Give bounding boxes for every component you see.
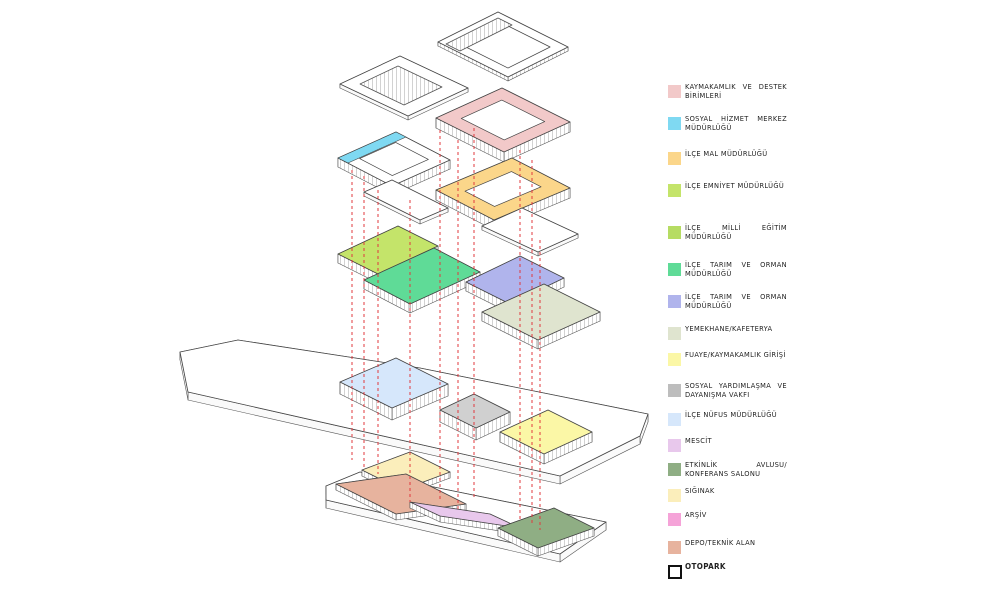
legend-label: SOSYAL YARDIMLAŞMA VE DAYANIŞMA VAKFI xyxy=(685,381,787,399)
floor-kaymakamlik-courtyard xyxy=(460,99,546,141)
legend-label: OTOPARK xyxy=(685,562,726,571)
roof-plate-right-hatch xyxy=(445,17,513,52)
floor-emniyet xyxy=(337,225,439,275)
legend-item: İLÇE EMNİYET MÜDÜRLÜĞÜ xyxy=(668,181,788,203)
legend-swatch xyxy=(668,295,681,308)
legend-swatch xyxy=(668,463,681,476)
legend-item: FUAYE/KAYMAKAMLIK GİRİŞİ xyxy=(668,350,788,372)
legend-label: İLÇE TARIM VE ORMAN MÜDÜRLÜĞÜ xyxy=(685,292,787,310)
legend-item: İLÇE TARIM VE ORMAN MÜDÜRLÜĞÜ xyxy=(668,292,788,314)
legend-label: ETKİNLİK AVLUSU/ KONFERANS SALONU xyxy=(685,460,787,478)
legend-swatch xyxy=(668,541,681,554)
legend-item: YEMEKHANE/KAFETERYA xyxy=(668,324,788,346)
zone-nufus xyxy=(339,357,449,409)
legend-swatch xyxy=(668,226,681,239)
legend-swatch xyxy=(668,184,681,197)
legend-label: SOSYAL HİZMET MERKEZ MÜDÜRLÜĞÜ xyxy=(685,114,787,132)
legend-label: SIĞINAK xyxy=(685,486,715,495)
legend-label: ARŞİV xyxy=(685,510,707,519)
legend-swatch xyxy=(668,489,681,502)
legend-item: İLÇE MİLLİ EĞİTİM MÜDÜRLÜĞÜ xyxy=(668,223,788,245)
legend-swatch xyxy=(668,439,681,452)
legend-label: MESCİT xyxy=(685,436,712,445)
legend-item: OTOPARK xyxy=(668,562,788,584)
legend-item: KAYMAKAMLIK VE DESTEK BİRİMLERİ xyxy=(668,82,788,104)
floor-mal-courtyard xyxy=(464,171,542,207)
zone-depo xyxy=(335,473,467,515)
floor-tarim-green xyxy=(363,247,481,305)
legend-item: SOSYAL HİZMET MERKEZ MÜDÜRLÜĞÜ xyxy=(668,114,788,136)
legend-label: İLÇE EMNİYET MÜDÜRLÜĞÜ xyxy=(685,181,785,190)
legend-item: MESCİT xyxy=(668,436,788,458)
legend-swatch xyxy=(668,565,682,579)
legend-swatch xyxy=(668,413,681,426)
legend-label: İLÇE MAL MÜDÜRLÜĞÜ xyxy=(685,149,768,158)
legend-label: İLÇE TARIM VE ORMAN MÜDÜRLÜĞÜ xyxy=(685,260,787,278)
legend-swatch xyxy=(668,327,681,340)
legend-item: İLÇE NÜFUS MÜDÜRLÜĞÜ xyxy=(668,410,788,432)
floor-tarim-blue xyxy=(465,255,565,305)
legend-swatch xyxy=(668,152,681,165)
roof-plate-left-hatch xyxy=(359,65,443,106)
legend-swatch xyxy=(668,263,681,276)
legend-label: DEPO/TEKNİK ALAN xyxy=(685,538,756,547)
legend-item: İLÇE MAL MÜDÜRLÜĞÜ xyxy=(668,149,788,171)
legend-item: ARŞİV xyxy=(668,510,788,532)
legend-label: İLÇE NÜFUS MÜDÜRLÜĞÜ xyxy=(685,410,777,419)
zone-fuaye xyxy=(499,409,593,455)
legend-swatch xyxy=(668,353,681,366)
legend-swatch xyxy=(668,384,681,397)
legend-swatch xyxy=(668,117,681,130)
legend-item: DEPO/TEKNİK ALAN xyxy=(668,538,788,560)
legend-item: ETKİNLİK AVLUSU/ KONFERANS SALONU xyxy=(668,460,788,482)
legend-label: YEMEKHANE/KAFETERYA xyxy=(685,324,773,333)
legend-label: İLÇE MİLLİ EĞİTİM MÜDÜRLÜĞÜ xyxy=(685,223,787,241)
zone-sosyal-yardim xyxy=(439,393,511,429)
legend-item: İLÇE TARIM VE ORMAN MÜDÜRLÜĞÜ xyxy=(668,260,788,282)
zone-sosyal-hizmet xyxy=(337,131,407,164)
legend-item: SIĞINAK xyxy=(668,486,788,508)
floor-sosyal-hizmet-courtyard xyxy=(359,142,429,176)
plate-mid-left xyxy=(363,179,449,221)
zone-etkinlik xyxy=(497,507,595,549)
legend-label: FUAYE/KAYMAKAMLIK GİRİŞİ xyxy=(685,350,786,359)
legend-label: KAYMAKAMLIK VE DESTEK BİRİMLERİ xyxy=(685,82,787,100)
plate-mid-right xyxy=(481,207,579,253)
building-volumes xyxy=(179,11,649,563)
legend-swatch xyxy=(668,85,681,98)
floor-yemekhane xyxy=(481,283,601,341)
legend-swatch xyxy=(668,513,681,526)
legend-item: SOSYAL YARDIMLAŞMA VE DAYANIŞMA VAKFI xyxy=(668,381,788,403)
